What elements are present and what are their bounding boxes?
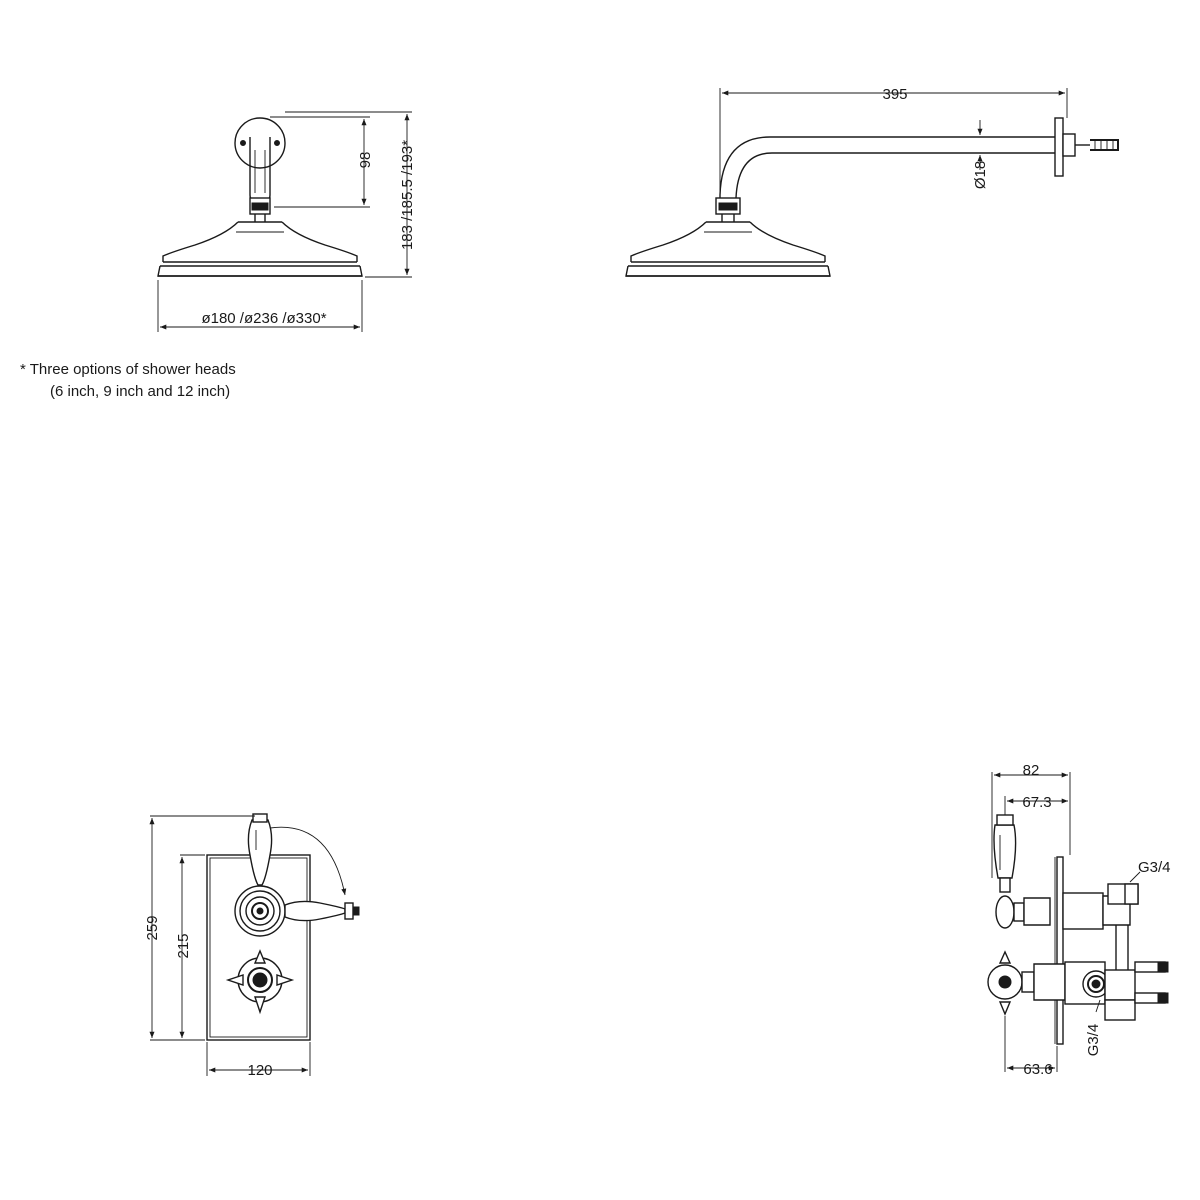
dim-outlet-bottom-label: G3/4 xyxy=(1085,1024,1102,1057)
shower-head-front-view: 98 183 /185.5 /193* ø180 /ø236 /ø330* xyxy=(157,111,416,332)
dim-diameters-label: ø180 /ø236 /ø330* xyxy=(201,310,326,327)
dim-depth-bottom-label: 63.6 xyxy=(1023,1061,1052,1078)
dim-plate-height-label: 215 xyxy=(175,933,192,958)
footnote-line-2: (6 inch, 9 inch and 12 inch) xyxy=(50,383,231,400)
valve-front-view: 259 215 120 xyxy=(144,813,360,1079)
dim-arm-diameter-label: Ø18 xyxy=(972,161,989,189)
dim-plate-width-label: 120 xyxy=(247,1062,272,1079)
dim-arm-length-label: 395 xyxy=(882,86,907,103)
valve-side-view: 82 67.3 G3/4 G3/4 63.6 xyxy=(987,762,1171,1078)
dim-height-label: 98 xyxy=(357,152,374,169)
dim-depth-handle-label: 67.3 xyxy=(1022,794,1051,811)
dim-depth-top-label: 82 xyxy=(1023,762,1040,779)
dim-outlet-top-label: G3/4 xyxy=(1138,859,1171,876)
dim-total-height-label: 183 /185.5 /193* xyxy=(399,140,416,250)
footnote-line-1: * Three options of shower heads xyxy=(20,361,236,378)
dim-overall-height-label: 259 xyxy=(144,915,161,940)
shower-head-side-view: 395 Ø18 xyxy=(625,86,1119,277)
